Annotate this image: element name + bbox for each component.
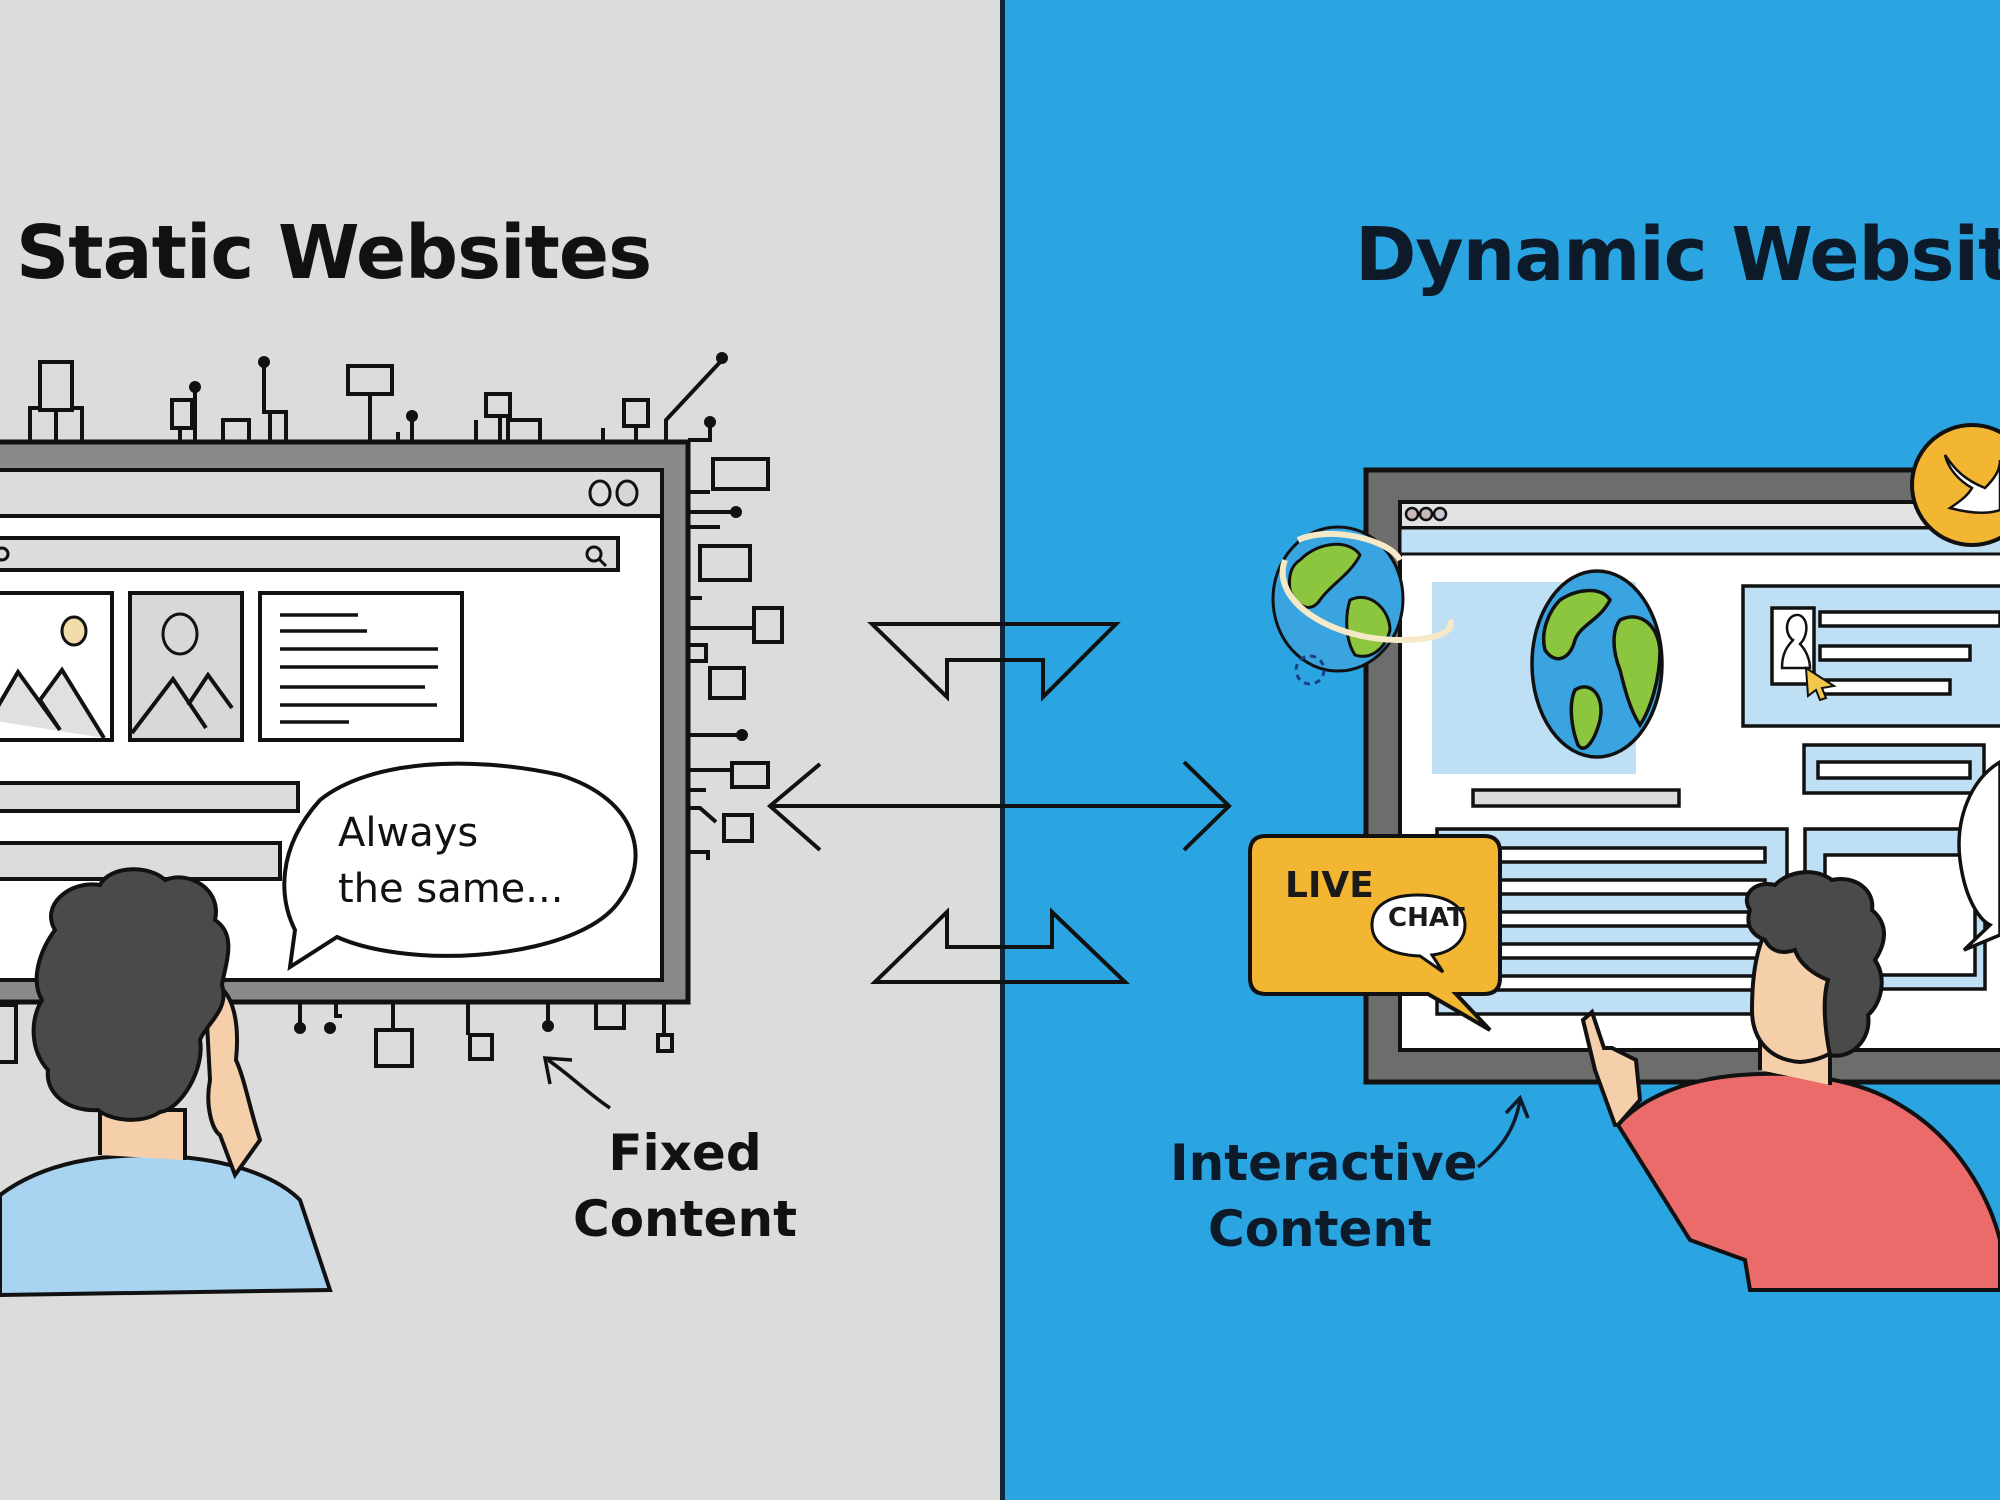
profile-card-icon [1741, 584, 2000, 728]
speech-bubble-text: Always the same... [338, 805, 563, 917]
speech-line-2: the same... [338, 866, 564, 912]
live-chat-badge[interactable] [1248, 834, 1502, 1032]
fixed-label-line-1: Fixed [608, 1124, 762, 1182]
speech-bubble [282, 761, 638, 972]
pointer-arrow-icon [542, 1056, 611, 1110]
exchange-arrow-bottom-icon [870, 907, 1130, 984]
text-block-icon [258, 591, 464, 742]
person-pointing-icon [1580, 870, 2000, 1292]
interactive-label-line-1: Interactive [1170, 1134, 1478, 1192]
image-placeholder-icon [128, 591, 244, 742]
cursor-icon [1804, 666, 1837, 702]
search-bar [0, 536, 620, 572]
reply-bubble [1957, 759, 2000, 952]
circuit-traces-bottom-icon [0, 1000, 674, 1068]
fixed-label-line-2: Content [573, 1190, 797, 1248]
dynamic-website-title: Dynamic Website [1355, 212, 2000, 298]
circuit-traces-right-icon [686, 416, 784, 860]
exchange-arrow-top-icon [867, 622, 1121, 702]
bird-badge-icon [1910, 423, 2000, 547]
circuit-traces-icon [28, 352, 728, 444]
speech-line-1: Always [338, 810, 479, 856]
globe-icon [1530, 569, 1664, 759]
image-placeholder-icon [0, 591, 114, 742]
search-icon [585, 545, 608, 568]
live-label: LIVE [1285, 865, 1374, 906]
orbiting-globe-icon [1271, 525, 1454, 686]
static-websites-title: Static Websites [16, 210, 652, 296]
pointer-arrow-icon [1476, 1094, 1530, 1169]
panel-divider [1000, 0, 1005, 1500]
interactive-label-line-2: Content [1208, 1200, 1432, 1258]
person-thinking-icon [0, 867, 333, 1298]
interactive-content-label: Interactive Content [1170, 1130, 1478, 1262]
double-arrow-middle-icon [766, 760, 1232, 852]
chat-label: CHAT [1388, 903, 1465, 933]
fixed-content-label: Fixed Content [560, 1120, 810, 1252]
